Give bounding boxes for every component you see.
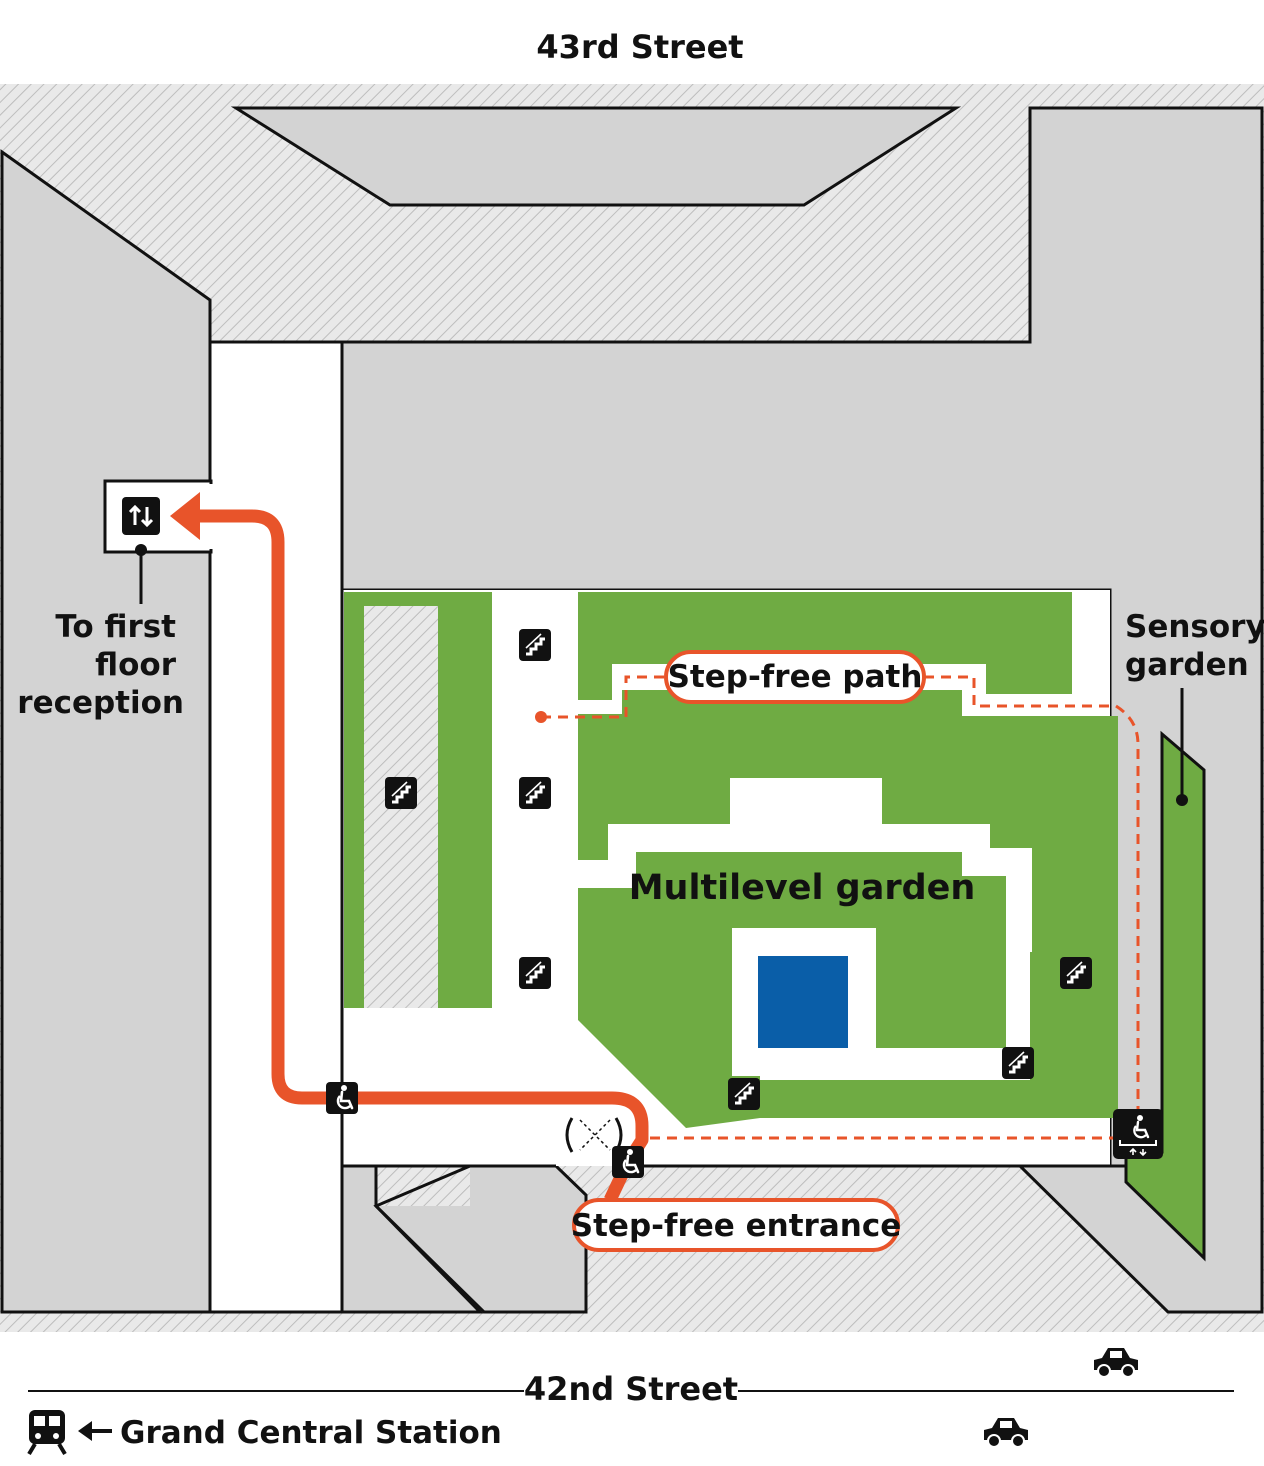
reception-label-line2: floor [95,647,177,683]
step-free-path-start-dot [535,711,547,723]
stairs-icon [726,1076,762,1112]
step-free-path-label: Step-free path [668,659,923,695]
multilevel-garden [578,592,1118,1128]
street-label-north: 43rd Street [536,28,743,66]
train-icon [27,1410,67,1456]
multilevel-garden-label: Multilevel garden [629,868,976,908]
building-northwest [0,149,212,1314]
sensory-label-line2: garden [1125,647,1249,683]
stairs-icon [517,775,553,811]
wheelchair-lift-icon [1113,1109,1163,1159]
multilevel-garden-lower-bed [760,1080,1030,1118]
step-free-entrance-pill [572,1198,900,1252]
building-north-plaza [230,106,962,207]
street-label-south: 42nd Street [524,1370,738,1408]
reception-label-line1: To first [55,609,176,645]
car-icon [1094,1348,1138,1378]
stairs-icon [383,775,419,811]
step-free-path-pill [664,650,926,704]
wheelchair-icon [324,1080,360,1116]
accessible-route-arrowhead [170,492,200,540]
building-south-wedge-2 [376,1166,586,1312]
stairs-icon [517,955,553,991]
sensory-label-line1: Sensory [1125,609,1264,645]
grand-central-label: Grand Central Station [120,1415,502,1451]
accessible-route [196,509,649,1203]
car-icon [984,1418,1028,1448]
stairs-icon [1058,955,1094,991]
reception-label-line3: reception [17,685,184,721]
elevator-icon [122,497,160,535]
stairs-icon [1000,1045,1036,1081]
pond [758,956,848,1048]
stairs-icon [517,627,553,663]
left-arrow-icon [78,1421,112,1441]
wheelchair-icon [610,1144,646,1180]
step-free-entrance-label: Step-free entrance [571,1208,901,1244]
step-free-path-line [541,675,1140,1140]
multilevel-garden-east-bed [1032,996,1118,1118]
